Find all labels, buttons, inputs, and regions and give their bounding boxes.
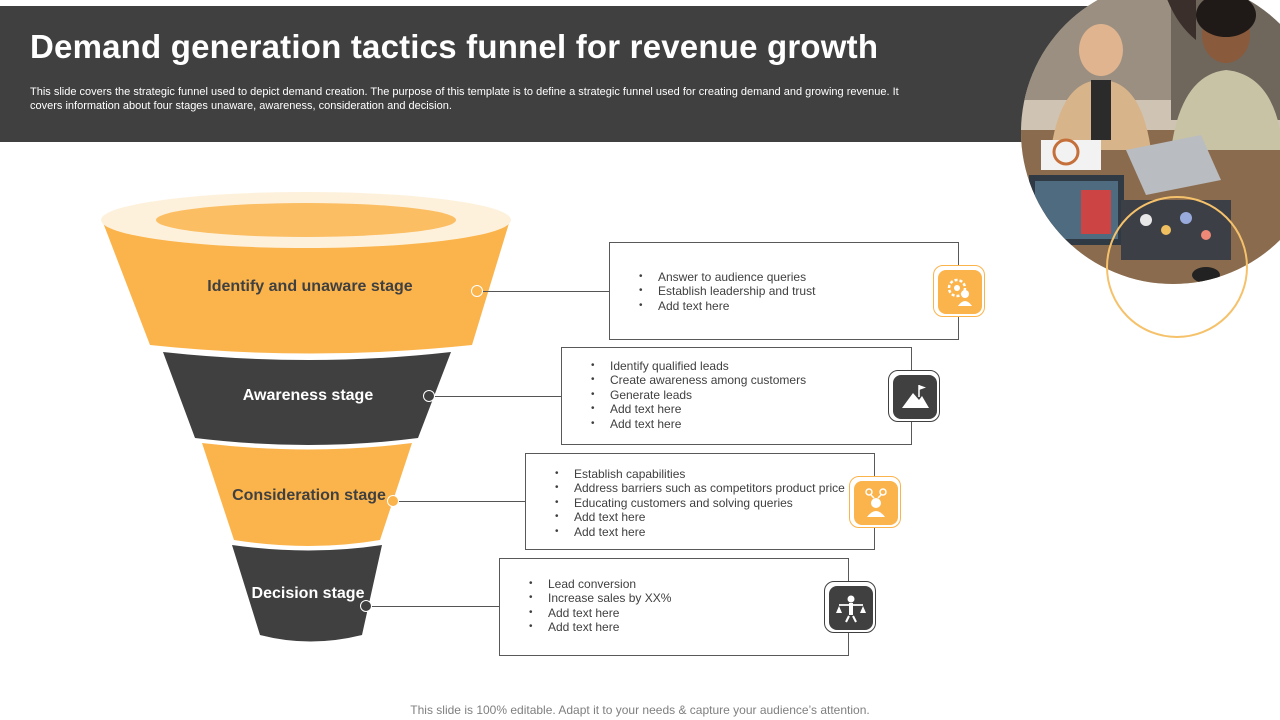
footer-note: This slide is 100% editable. Adapt it to… (410, 703, 870, 717)
funnel-segment-1 (102, 220, 510, 354)
mountain-flag-icon (888, 370, 940, 422)
person-ideas-icon (849, 476, 901, 528)
stage-label-identify: Identify and unaware stage (207, 278, 413, 295)
list-item: Establish capabilities (555, 467, 845, 482)
list-item: Establish leadership and trust (639, 284, 815, 299)
funnel-rim-inner (156, 203, 456, 237)
stage-detail-box-2: Identify qualified leads Create awarenes… (561, 347, 912, 445)
stage-label-awareness: Awareness stage (242, 387, 374, 404)
audience-settings-icon (933, 265, 985, 317)
header-band: Demand generation tactics funnel for rev… (0, 6, 1120, 142)
connector-line-3 (394, 501, 526, 502)
list-item: Educating customers and solving queries (555, 496, 845, 511)
connector-dot-2 (423, 390, 435, 402)
list-item: Add text here (639, 299, 815, 314)
list-item: Identify qualified leads (591, 359, 806, 374)
connector-line-1 (478, 291, 610, 292)
stage-detail-box-1: Answer to audience queries Establish lea… (609, 242, 959, 340)
stage-detail-box-4: Lead conversion Increase sales by XX% Ad… (499, 558, 849, 656)
list-item: Add text here (591, 417, 806, 432)
connector-dot-3 (387, 495, 399, 507)
list-item: Address barriers such as competitors pro… (555, 481, 845, 496)
list-item: Add text here (529, 606, 671, 621)
list-item: Increase sales by XX% (529, 591, 671, 606)
list-item: Add text here (555, 510, 845, 525)
list-item: Create awareness among customers (591, 373, 806, 388)
bullet-list-1: Answer to audience queries Establish lea… (639, 270, 815, 314)
connector-dot-1 (471, 285, 483, 297)
stage-label-consideration: Consideration stage (232, 487, 386, 504)
stage-label-decision: Decision stage (251, 585, 365, 602)
list-item: Answer to audience queries (639, 270, 815, 285)
balance-scale-person-icon (824, 581, 876, 633)
connector-dot-4 (360, 600, 372, 612)
bullet-list-3: Establish capabilities Address barriers … (555, 467, 845, 539)
list-item: Add text here (555, 525, 845, 540)
connector-line-2 (430, 396, 562, 397)
funnel-segment-3 (202, 443, 412, 546)
stage-detail-box-3: Establish capabilities Address barriers … (525, 453, 875, 550)
funnel-segment-2 (163, 352, 451, 445)
list-item: Generate leads (591, 388, 806, 403)
list-item: Add text here (529, 620, 671, 635)
page-title: Demand generation tactics funnel for rev… (30, 28, 879, 65)
decorative-ring (1106, 196, 1248, 338)
funnel-segment-4 (232, 545, 382, 642)
list-item: Lead conversion (529, 577, 671, 592)
bullet-list-2: Identify qualified leads Create awarenes… (591, 359, 806, 431)
page-subtitle: This slide covers the strategic funnel u… (30, 86, 899, 112)
list-item: Add text here (591, 402, 806, 417)
connector-line-4 (367, 606, 500, 607)
bullet-list-4: Lead conversion Increase sales by XX% Ad… (529, 577, 671, 635)
